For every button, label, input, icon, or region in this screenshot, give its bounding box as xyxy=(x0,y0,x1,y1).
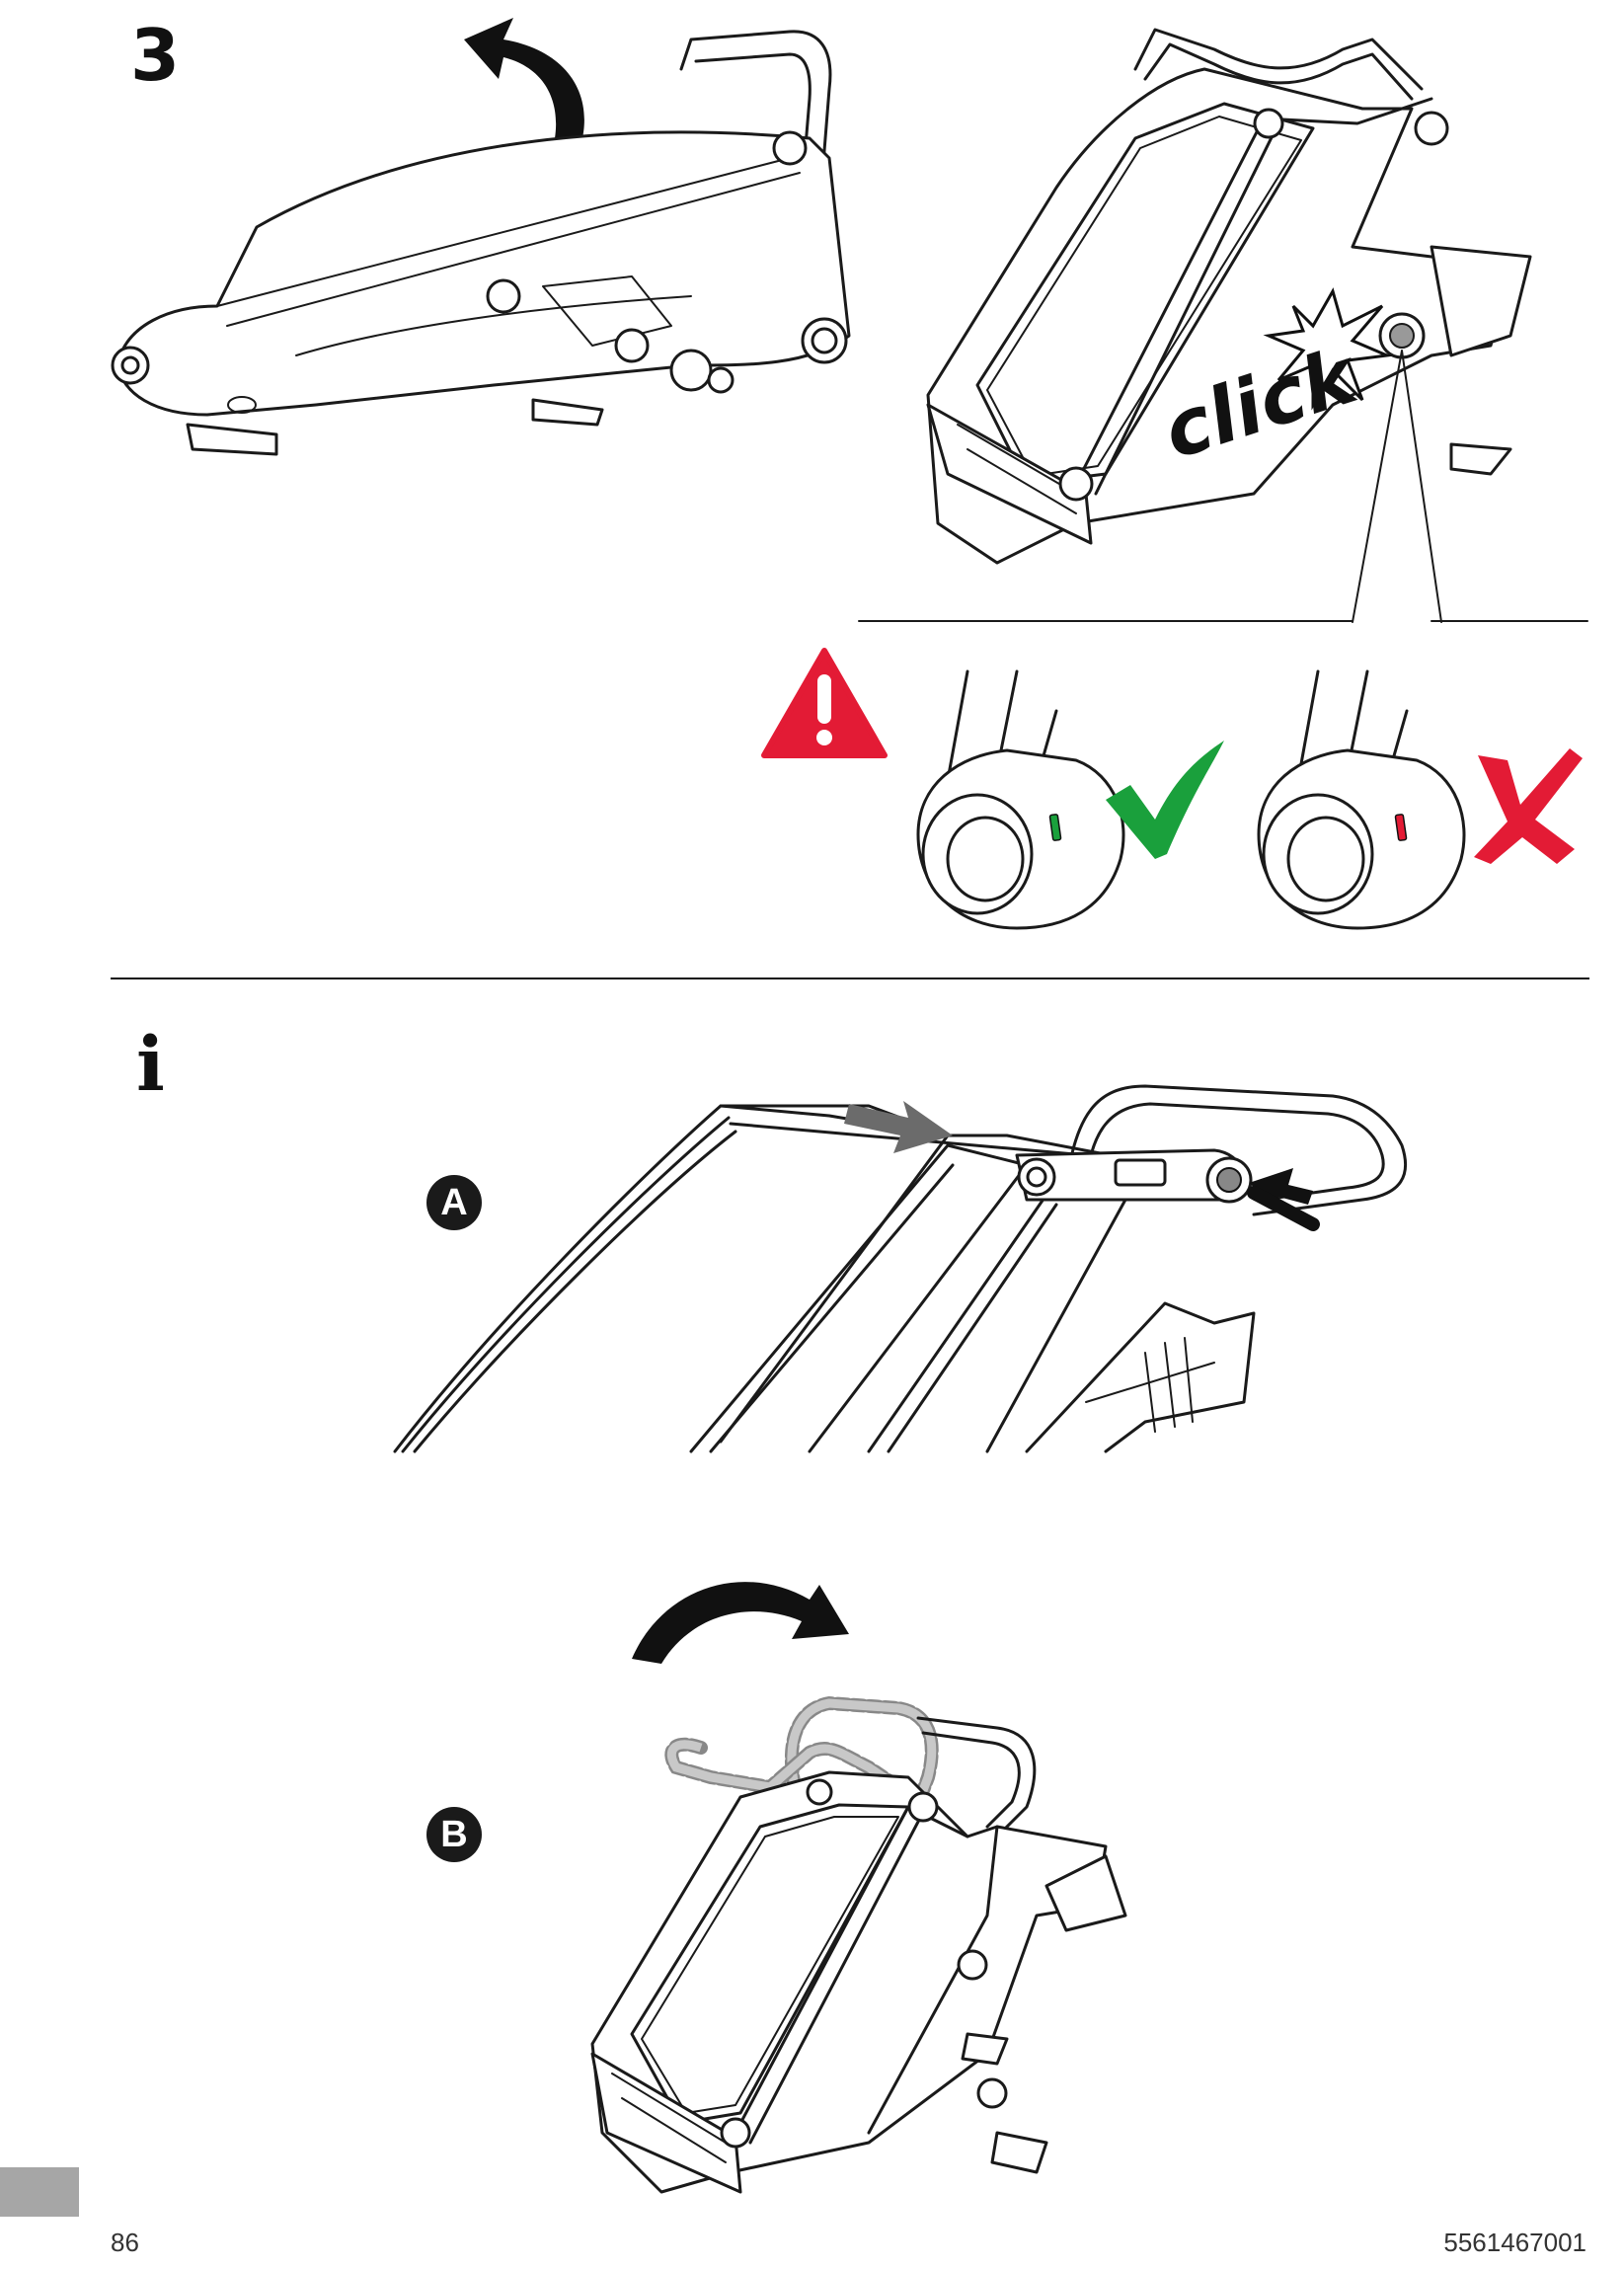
document-id: 5561467001 xyxy=(1443,2228,1586,2257)
cross-icon xyxy=(1474,748,1583,864)
option-b-badge: B xyxy=(426,1807,482,1862)
press-arrow-gray-icon xyxy=(844,1101,953,1153)
handle-flip-illustration xyxy=(590,1582,1127,2194)
warning-icon xyxy=(761,648,888,758)
check-icon xyxy=(1106,741,1224,859)
wheel-indicator-correct xyxy=(916,669,1224,930)
press-arrow-black-icon xyxy=(1249,1168,1313,1213)
info-icon: i xyxy=(136,1020,165,1108)
canopy-release-illustration xyxy=(393,1084,1408,1453)
folded-trailer-illustration xyxy=(111,18,851,456)
callout-bracket xyxy=(858,620,1588,622)
page-number: 86 xyxy=(111,2228,139,2257)
step-number: 3 xyxy=(130,14,181,97)
wheel-indicator-incorrect xyxy=(1257,669,1583,930)
unfolded-trailer-click-illustration: click xyxy=(926,28,1532,623)
rotate-up-arrow-icon xyxy=(464,18,584,138)
section-divider xyxy=(111,978,1589,979)
chapter-tab xyxy=(0,2167,79,2217)
flip-arrow-icon xyxy=(632,1582,849,1664)
click-burst-icon xyxy=(1263,287,1393,411)
option-a-badge: A xyxy=(426,1175,482,1230)
